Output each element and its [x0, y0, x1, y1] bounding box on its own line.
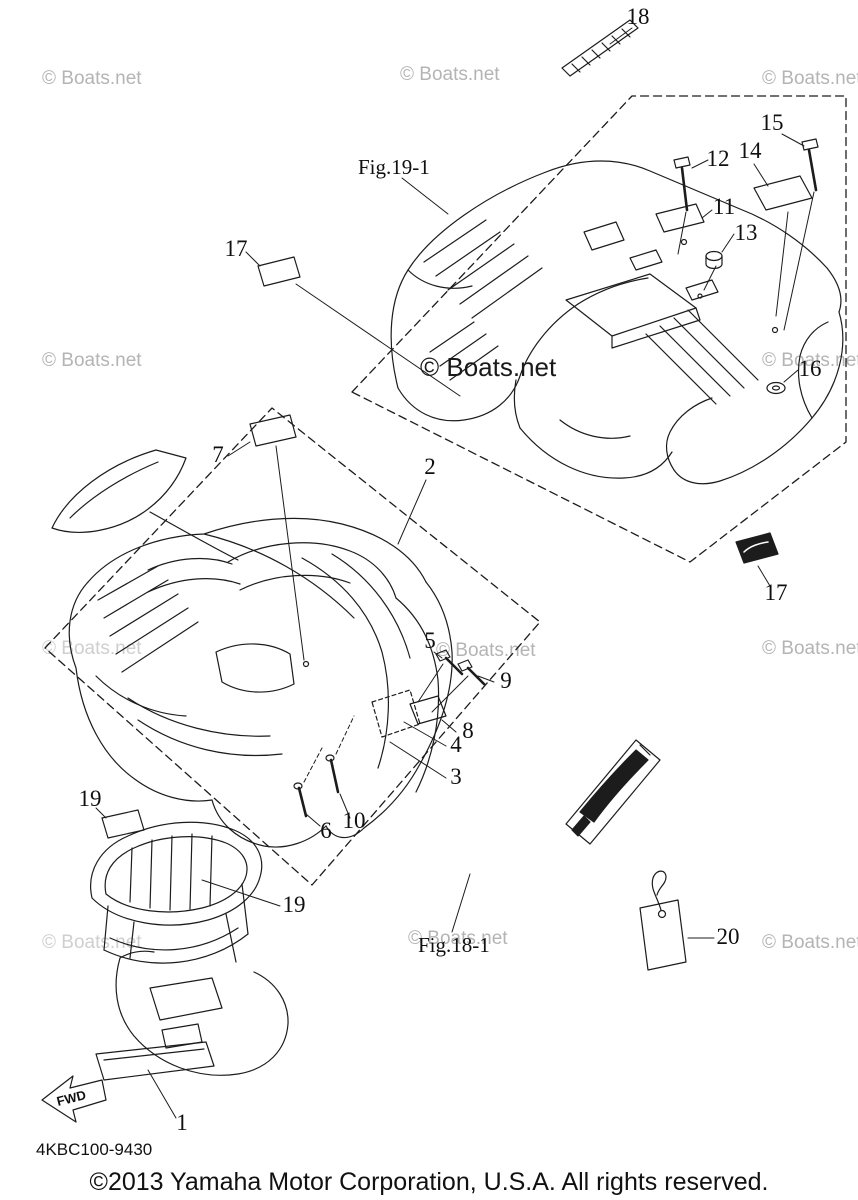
callout-10[interactable]: 10: [343, 808, 366, 833]
front-bumper-drawing: [115, 913, 289, 1076]
sticker-17-left: [257, 256, 301, 287]
watermark: © Boats.net: [42, 350, 142, 371]
front-fender-drawing: [51, 449, 453, 848]
watermark: © Boats.net: [762, 638, 858, 659]
callout-4[interactable]: 4: [450, 732, 462, 757]
callout-17-left[interactable]: 17: [225, 236, 248, 261]
copyright-text: ©2013 Yamaha Motor Corporation, U.S.A. A…: [90, 1168, 769, 1196]
watermarks-light: © Boats.net © Boats.net © Boats.net © Bo…: [42, 64, 858, 953]
callout-17-right[interactable]: 17: [765, 580, 788, 605]
callout-7[interactable]: 7: [212, 442, 224, 467]
callout-19-left[interactable]: 19: [79, 786, 102, 811]
callout-16[interactable]: 16: [799, 356, 822, 381]
bolt-15: [801, 138, 819, 192]
pin-10: [325, 754, 340, 794]
watermark: © Boats.net: [408, 928, 508, 949]
nut-13: [705, 250, 723, 270]
callout-18[interactable]: 18: [627, 4, 650, 29]
tag-20: [639, 870, 687, 971]
bolt-12: [673, 156, 691, 212]
part-number: 4KBC100-9430: [36, 1140, 152, 1159]
plate-8: [409, 695, 447, 725]
watermark: © Boats.net: [762, 350, 858, 371]
sticker-7: [249, 414, 297, 447]
callout-15[interactable]: 15: [761, 110, 784, 135]
sticker-position-outline: [371, 689, 421, 738]
watermark: © Boats.net: [762, 932, 858, 953]
watermark: © Boats.net: [42, 932, 142, 953]
watermark-dark: © Boats.net: [420, 352, 557, 382]
leader-lines: [95, 27, 815, 1119]
watermark: © Boats.net: [400, 64, 500, 85]
sticker-19-left: [101, 809, 145, 839]
plate-11: [655, 203, 705, 233]
callout-14[interactable]: 14: [739, 138, 763, 163]
washer-16: [766, 381, 786, 395]
callout-8[interactable]: 8: [462, 718, 474, 743]
callout-12[interactable]: 12: [707, 146, 730, 171]
emblem-17-right: [735, 532, 779, 564]
watermark: © Boats.net: [42, 638, 142, 659]
carrier-drawing: [90, 821, 263, 964]
bolt-5: [435, 649, 464, 676]
fwd-label: FWD: [55, 1087, 87, 1109]
callout-19-mid[interactable]: 19: [283, 892, 306, 917]
callout-5[interactable]: 5: [424, 628, 436, 653]
sticker-1: [95, 1041, 215, 1081]
wolverine-decal: [565, 739, 661, 845]
callout-2[interactable]: 2: [424, 454, 436, 479]
watermark: © Boats.net: [42, 68, 142, 89]
rear-fender-drawing: [390, 160, 844, 485]
callout-3[interactable]: 3: [450, 764, 462, 789]
bolt-9: [457, 659, 486, 686]
fig19-label: Fig.19-1: [358, 155, 430, 179]
callout-13[interactable]: 13: [735, 220, 758, 245]
fig19-dashed-border: [351, 95, 847, 563]
pin-6: [293, 782, 308, 818]
plate-14: [753, 175, 813, 211]
callout-1[interactable]: 1: [176, 1110, 188, 1135]
fwd-arrow: FWD: [41, 1075, 107, 1123]
callout-11[interactable]: 11: [713, 194, 735, 219]
callout-6[interactable]: 6: [320, 818, 332, 843]
callout-20[interactable]: 20: [717, 924, 740, 949]
watermark: © Boats.net: [762, 68, 858, 89]
callout-9[interactable]: 9: [500, 668, 512, 693]
fig18-label: Fig.18-1: [418, 933, 490, 957]
